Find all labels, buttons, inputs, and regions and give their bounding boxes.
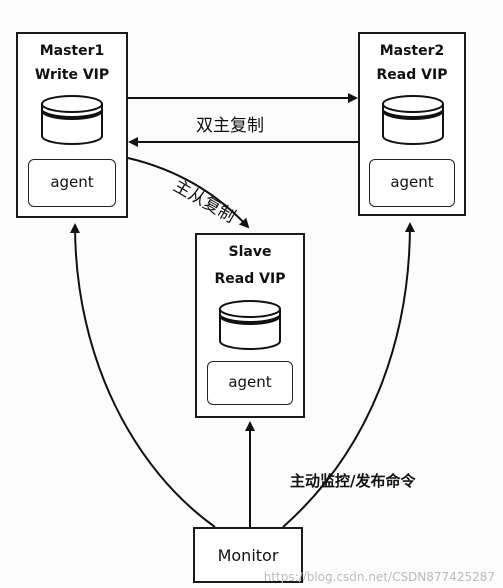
slave-title: Slave [228, 244, 272, 260]
slave-agent-label: agent [228, 373, 272, 391]
master2-agent-label: agent [390, 173, 434, 191]
monitor-command-label: 主动监控/发布命令 [290, 472, 416, 490]
database-icon [219, 300, 281, 350]
master1-node: Master1 Write VIP agent [16, 32, 128, 218]
database-icon [382, 95, 444, 145]
dual-master-replication-label: 双主复制 [196, 116, 264, 136]
master1-vip: Write VIP [34, 67, 110, 83]
slave-vip: Read VIP [214, 271, 286, 287]
master2-node: Master2 Read VIP agent [358, 32, 466, 216]
master1-agent-label: agent [50, 173, 94, 191]
slave-node: Slave Read VIP agent [195, 233, 305, 418]
master2-vip: Read VIP [376, 67, 448, 83]
master2-title: Master2 [379, 43, 445, 59]
monitor-node: Monitor [193, 527, 303, 583]
arrow-master1-to-slave [127, 157, 250, 229]
master1-agent: agent [28, 159, 116, 207]
master2-agent: agent [369, 159, 455, 207]
watermark: https://blog.csdn.net/CSDN877425287 [263, 570, 495, 584]
master1-title: Master1 [39, 43, 105, 59]
monitor-label: Monitor [217, 546, 279, 565]
slave-agent: agent [207, 361, 293, 405]
arrow-monitor-to-master1 [70, 223, 216, 528]
arrow-monitor-to-master2 [282, 222, 415, 528]
database-icon [41, 95, 103, 145]
